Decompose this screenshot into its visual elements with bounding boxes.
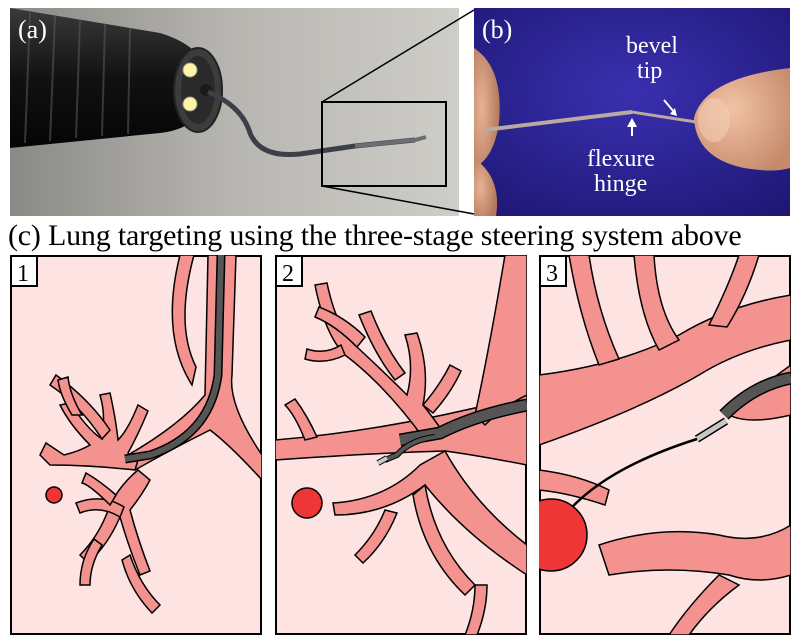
panel-2-number: 2 bbox=[282, 261, 294, 287]
photo-a-label: (a) bbox=[18, 15, 47, 44]
target-nodule bbox=[45, 486, 63, 504]
needle bbox=[377, 456, 388, 465]
panel-3-number: 3 bbox=[546, 261, 558, 287]
annotation-hinge: hinge bbox=[594, 171, 647, 197]
panel-1-number: 1 bbox=[17, 261, 29, 287]
airway-trunk bbox=[127, 255, 262, 482]
annotation-bevel: bevel bbox=[626, 33, 678, 59]
annotation-flexure: flexure bbox=[587, 146, 655, 172]
bronchoscope bbox=[720, 373, 791, 419]
bronchoscope bbox=[124, 255, 224, 462]
target-nodule bbox=[539, 498, 588, 572]
photo-a-endoscope: (a) bbox=[10, 8, 459, 216]
panel-1: 1 bbox=[10, 255, 262, 635]
airway-lower bbox=[598, 524, 791, 581]
panel-1-diagram: 1 bbox=[10, 255, 262, 635]
steerable-tube bbox=[695, 418, 728, 442]
panel-2: 2 bbox=[275, 255, 527, 635]
needle-tip-photo: (b) bevel tip flexure hinge bbox=[474, 8, 790, 216]
photo-b-label: (b) bbox=[482, 15, 512, 44]
airway-upper bbox=[539, 294, 791, 446]
annotation-tip: tip bbox=[637, 58, 662, 84]
panel-2-diagram: 2 bbox=[275, 255, 527, 635]
caption-c: (c) Lung targeting using the three-stage… bbox=[8, 219, 742, 252]
target-nodule bbox=[291, 487, 323, 519]
endoscope-photo: (a) bbox=[10, 8, 459, 216]
airway-lower-tree bbox=[332, 449, 527, 576]
photo-b-needle-tip: (b) bevel tip flexure hinge bbox=[474, 8, 790, 216]
airway-main bbox=[275, 394, 527, 466]
panel-3: 3 bbox=[539, 255, 791, 635]
panel-3-diagram: 3 bbox=[539, 255, 791, 635]
bronchoscope bbox=[399, 400, 527, 445]
